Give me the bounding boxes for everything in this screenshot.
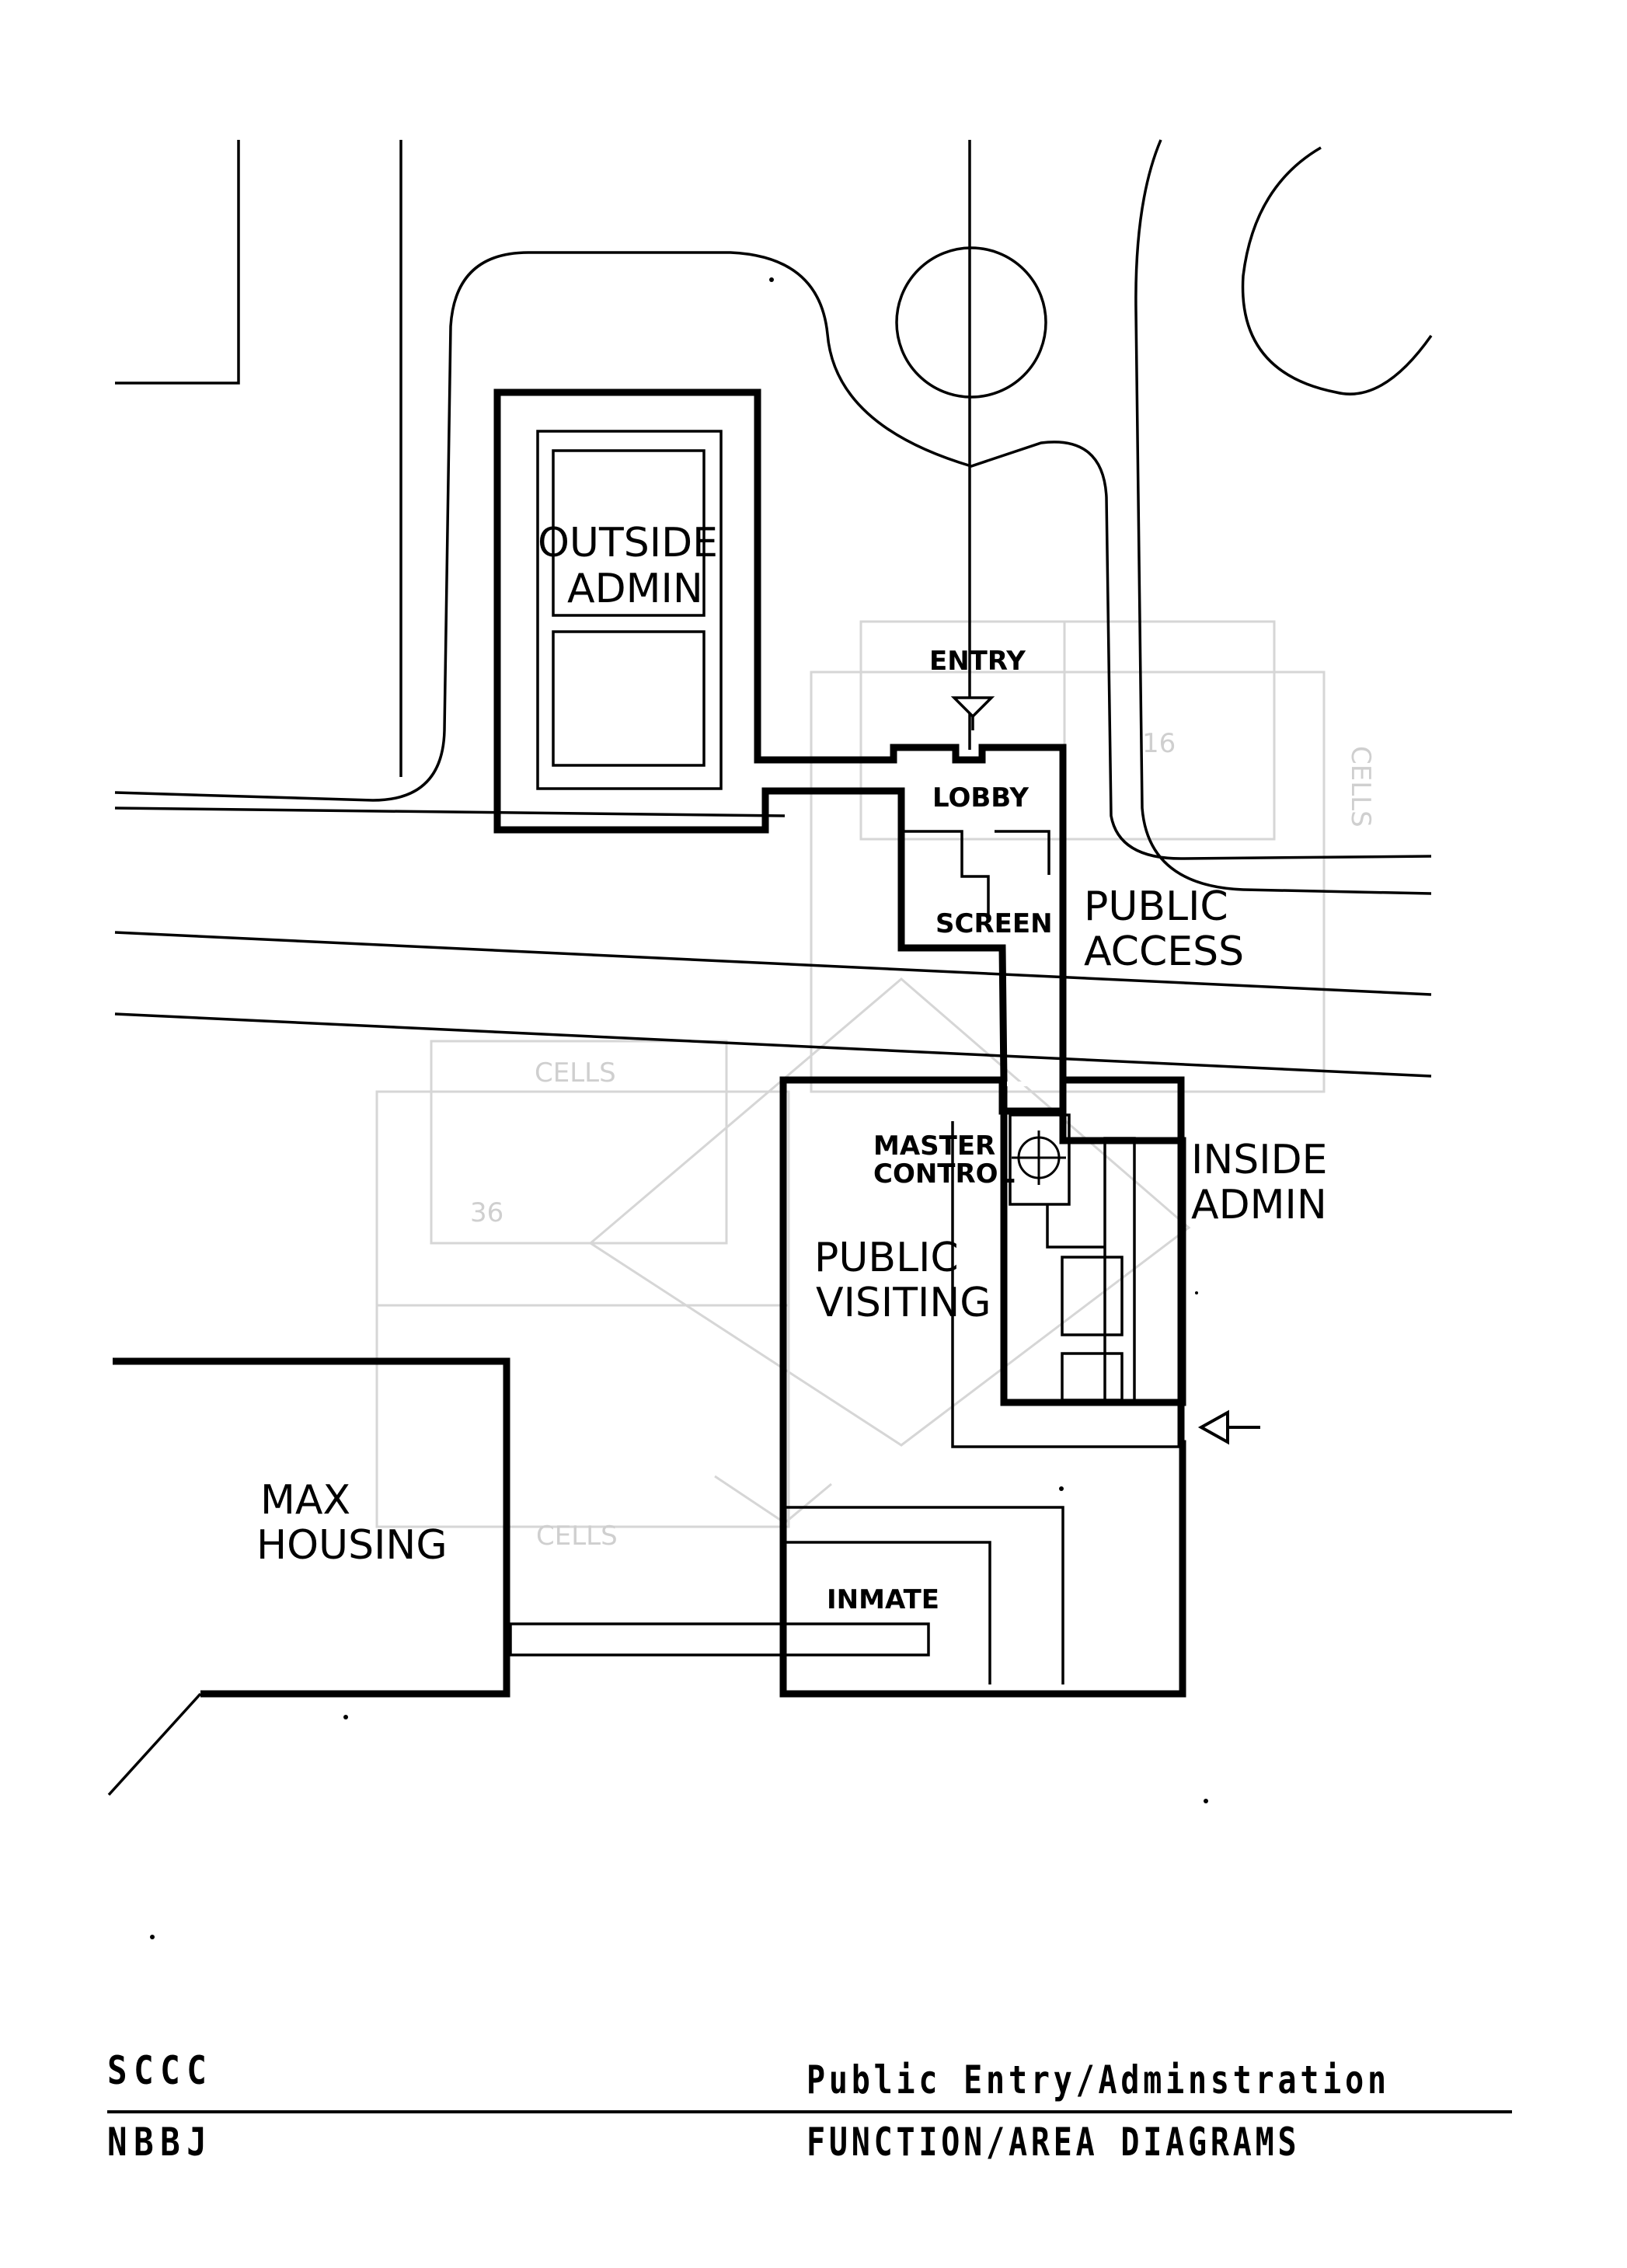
roundabout xyxy=(895,246,1047,399)
entry-label: ENTRY xyxy=(929,646,1026,677)
public-access-label-2: ACCESS xyxy=(1084,928,1244,975)
room-labels: OUTSIDE ADMIN ENTRY LOBBY SCREEN PUBLIC … xyxy=(256,520,1327,1615)
inmate-link xyxy=(509,1622,930,1657)
outside-admin-inner xyxy=(536,430,723,790)
site-linework xyxy=(107,139,1433,1796)
inside-admin-frame xyxy=(1000,1080,1183,1406)
screen-label: SCREEN xyxy=(935,908,1053,939)
site-corner-line xyxy=(115,140,240,385)
inside-admin-room-b xyxy=(1061,1352,1124,1402)
arrow-left-icon xyxy=(1197,1409,1260,1445)
scan-specks xyxy=(150,277,1208,1939)
inside-admin-label-2: ADMIN xyxy=(1191,1182,1327,1228)
public-access-label-1: PUBLIC xyxy=(1084,883,1228,930)
inside-admin-room-a xyxy=(1061,1256,1124,1336)
inside-admin-label-1: INSIDE xyxy=(1191,1137,1327,1183)
master-control-label-2: CONTROL xyxy=(873,1158,1015,1190)
ghost-cells-side: CELLS xyxy=(1345,746,1376,827)
site-curve xyxy=(1241,146,1433,395)
building-outlines xyxy=(113,388,1186,1698)
triangle-down-icon xyxy=(950,696,995,730)
inmate-label: INMATE xyxy=(827,1584,939,1615)
title-block-sheet-title: FUNCTION/AREA DIAGRAMS xyxy=(807,2120,1301,2165)
max-housing-label-1: MAX xyxy=(260,1477,350,1524)
title-block-org: SCCC xyxy=(107,2048,214,2093)
crosshair-icon xyxy=(1012,1131,1066,1185)
public-visiting-label-1: PUBLIC xyxy=(814,1235,959,1281)
road-line-lower xyxy=(114,1012,1432,1078)
outside-admin-label-1: OUTSIDE xyxy=(538,520,718,566)
lobby-screen-wall xyxy=(904,830,990,917)
max-housing-label-2: HOUSING xyxy=(256,1522,448,1569)
public-visiting-outline xyxy=(779,1076,1186,1698)
road-line-upper xyxy=(114,931,1432,996)
lobby-label: LOBBY xyxy=(932,782,1029,813)
public-visiting-label-2: VISITING xyxy=(816,1280,991,1326)
driveway-outline xyxy=(114,251,1432,860)
title-block-subject: Public Entry/Adminstration xyxy=(807,2057,1390,2103)
site-diagonal xyxy=(107,1692,202,1796)
outside-admin-outline xyxy=(493,388,1186,1406)
lobby-interior-wall xyxy=(995,830,1050,875)
master-control-box xyxy=(1009,1113,1071,1206)
ghost-number-36: 36 xyxy=(470,1197,503,1228)
driveway-edge-right xyxy=(1134,139,1432,895)
master-control-label-1: MASTER xyxy=(873,1131,995,1162)
driveway-edge-lower xyxy=(114,807,786,817)
inmate-corridor-outer xyxy=(785,1506,1064,1684)
ghost-labels: CELLS CELLS 16 36 CELLS xyxy=(470,728,1376,1552)
ghost-cells-top: CELLS xyxy=(535,1057,616,1089)
ghost-number-16: 16 xyxy=(1142,728,1176,759)
title-block-firm: NBBJ xyxy=(107,2120,214,2165)
ghost-cells-low: CELLS xyxy=(536,1521,618,1552)
outside-admin-label-2: ADMIN xyxy=(567,566,703,612)
outside-admin-room-bottom xyxy=(552,630,705,767)
inside-admin-inner-wall xyxy=(1046,1204,1105,1249)
outside-admin-room-top xyxy=(552,449,705,617)
public-visiting-corridor xyxy=(951,1121,1183,1448)
max-housing-outline xyxy=(113,1357,510,1698)
ghost-underlay xyxy=(375,620,1326,1528)
inmate-corridor-inner xyxy=(785,1541,991,1684)
